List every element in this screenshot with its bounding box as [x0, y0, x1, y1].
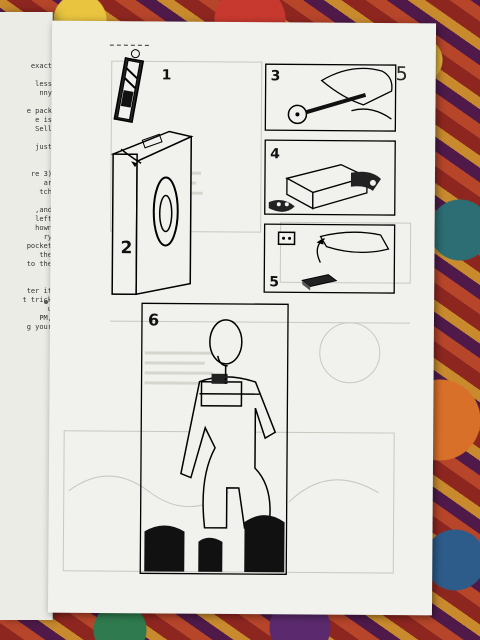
- left-text-line: [0, 71, 52, 80]
- shadow-left-leg: [144, 525, 185, 572]
- left-text-line: pocket: [26, 242, 52, 250]
- right-page: 5 1 2: [47, 20, 437, 616]
- left-text-line: e pack: [26, 107, 52, 115]
- page-hole: [44, 300, 48, 304]
- illustration: 1 2 3: [109, 44, 397, 575]
- panel-label-2: 2: [120, 238, 132, 258]
- shadow-center: [198, 537, 223, 572]
- left-text-line: [0, 197, 52, 206]
- watch-on-box: [268, 164, 381, 212]
- panel-5: 5: [263, 223, 396, 294]
- left-text-line: less: [35, 80, 52, 88]
- left-text-line: [0, 152, 52, 161]
- left-text-line: ,and: [35, 206, 52, 214]
- shadow-right-leg: [244, 515, 285, 573]
- left-text-line: left: [35, 215, 52, 223]
- panel-label-4: 4: [270, 146, 280, 162]
- left-text-line: g your: [26, 323, 52, 331]
- left-text-line: nny: [39, 89, 52, 97]
- hand-with-card: [277, 231, 390, 291]
- left-text-line: ter it: [26, 287, 52, 295]
- left-text-line: [0, 278, 52, 287]
- left-text-line: Sell: [35, 125, 52, 133]
- left-text-line: exact: [30, 62, 52, 70]
- panel-3: 3: [264, 63, 397, 132]
- panel-1: 1: [109, 44, 172, 124]
- left-text-line: tch: [39, 188, 52, 196]
- left-text-line: [0, 134, 52, 143]
- left-text-line: the: [39, 251, 52, 259]
- left-text-line: u: [0, 305, 52, 314]
- left-text-line: to the: [26, 260, 52, 268]
- hand-with-watch: [287, 67, 393, 125]
- left-text-line: ar: [43, 179, 52, 187]
- panel-4: 4: [264, 139, 396, 216]
- left-text-line: [0, 161, 52, 170]
- left-text-line: re 3): [30, 170, 52, 178]
- panel-label-1: 1: [162, 67, 172, 83]
- left-text-line: ry: [43, 233, 52, 241]
- left-text-line: t trick: [22, 296, 52, 304]
- panel-2: 2: [110, 130, 194, 296]
- left-text-line: just: [35, 143, 52, 151]
- left-text-line: [0, 269, 52, 278]
- left-text-line: hown: [35, 224, 52, 232]
- panel-label-6: 6: [148, 310, 159, 329]
- performer-figure: [180, 319, 277, 529]
- panel-label-3: 3: [271, 68, 281, 84]
- left-text-line: [0, 98, 52, 107]
- left-text-line: e is: [35, 116, 52, 124]
- card-pack-icon: [113, 49, 145, 124]
- left-text-line: PM,: [39, 314, 52, 322]
- panel-label-5: 5: [269, 274, 279, 290]
- panel-6: 6: [139, 302, 289, 575]
